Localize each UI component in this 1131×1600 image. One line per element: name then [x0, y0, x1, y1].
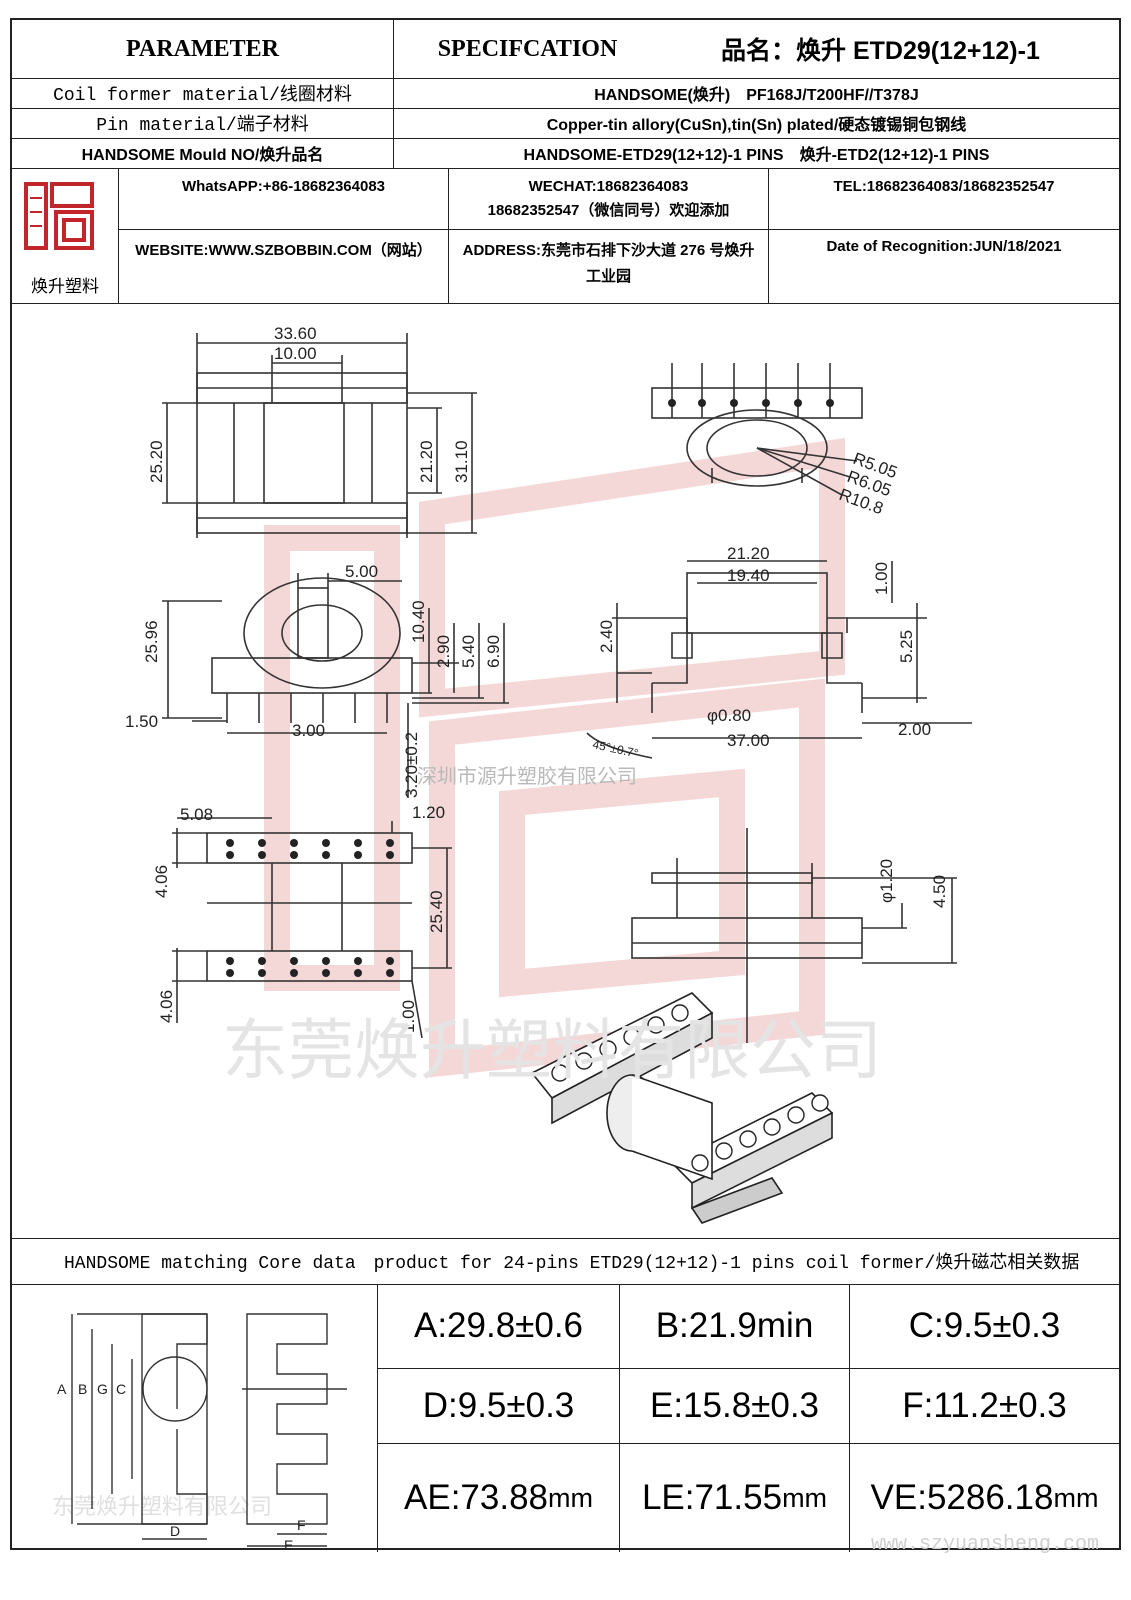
parameter-label: PARAMETER: [126, 35, 279, 62]
technical-drawing: 33.60 10.00 25.20 21.20 31.10 R5.05 R6.0…: [12, 303, 1119, 1239]
dim-r525: 5.25: [897, 630, 916, 663]
dim-s: 37.00: [727, 731, 770, 750]
url-watermark: www.szyuansheng.com: [870, 1533, 1099, 1556]
header-row: PARAMETER SPECIFCATION 品名：焕升 ETD29(12+12…: [12, 20, 1119, 79]
dim-h100: 1.00: [872, 562, 891, 595]
dim-d45: 4.50: [930, 875, 949, 908]
param-b: B:21.9min: [620, 1284, 850, 1369]
core-label-c: C: [116, 1381, 126, 1397]
core-diagram: 东莞焕升塑料有限公司: [12, 1284, 378, 1553]
watermark-small: 深圳市源升塑胶有限公司: [417, 765, 637, 788]
core-diagram-svg: 东莞焕升塑料有限公司: [52, 1313, 347, 1553]
dim-n: 1.50: [125, 712, 158, 731]
param-a: A:29.8±0.6: [378, 1284, 620, 1369]
dim-h690: 6.90: [484, 635, 503, 668]
dim-g: 31.10: [452, 440, 471, 483]
dim-e: 21.20: [417, 440, 436, 483]
dim-h200: 2.00: [898, 720, 931, 739]
core-label-e: E: [284, 1537, 293, 1552]
watermark-large: 东莞焕升塑料有限公司: [222, 1013, 882, 1087]
mould-value: HANDSOME-ETD29(12+12)-1 PINS 焕升-ETD2(12+…: [393, 138, 1119, 168]
dim-c406b: 4.06: [157, 990, 176, 1023]
dim-a: 33.60: [274, 324, 317, 343]
core-label-b: B: [78, 1381, 87, 1397]
dim-h290: 2.90: [434, 635, 453, 668]
address: ADDRESS:东莞市石排下沙大道 276 号焕升工业园: [448, 230, 768, 303]
dim-ang: 45°±0.7°: [591, 737, 639, 760]
dim-c406a: 4.06: [152, 865, 171, 898]
core-diagram-watermark: 东莞焕升塑料有限公司: [52, 1494, 272, 1519]
dim-h5: 5.00: [345, 562, 378, 581]
mould-label: HANDSOME Mould NO/焕升品名: [81, 147, 324, 164]
logo-caption: 焕升塑料: [31, 277, 99, 296]
dim-w: 1.20: [412, 803, 445, 822]
core-label-a: A: [57, 1381, 67, 1397]
product-name: 品名：焕升 ETD29(12+12)-1: [721, 37, 1040, 65]
dim-t: φ0.80: [707, 706, 751, 725]
dim-v: 3.20±0.2: [402, 732, 421, 798]
dim-b: 10.00: [274, 344, 317, 363]
core-label-g: G: [97, 1381, 108, 1397]
dim-s240: 2.40: [597, 620, 616, 653]
coil-former-value: HANDSOME(焕升) PF168J/T200HF//T378J: [393, 78, 1119, 108]
dim-h2596: 25.96: [142, 620, 161, 663]
whatsapp: WhatsAPP:+86-18682364083: [119, 168, 448, 230]
recognition-date: Date of Recognition:JUN/18/2021: [768, 230, 1119, 303]
dim-p: 21.20: [727, 544, 770, 563]
dim-f: 25.20: [147, 440, 166, 483]
logo: 焕升塑料: [12, 168, 118, 303]
pin-holes: [226, 399, 834, 977]
dim-d12: φ1.20: [877, 859, 896, 903]
company-block: 焕升塑料 WhatsAPP:+86-18682364083 WECHAT:186…: [12, 168, 1119, 304]
dim-c100: 1.00: [399, 1000, 418, 1033]
dim-o: 3.00: [292, 721, 325, 740]
spec-sheet: PARAMETER SPECIFCATION 品名：焕升 ETD29(12+12…: [10, 18, 1121, 1556]
core-caption: HANDSOME matching Core data product for …: [12, 1238, 1119, 1285]
tel: TEL:18682364083/18682352547: [768, 168, 1119, 230]
pin-material-value: Copper-tin allory(CuSn),tin(Sn) plated/硬…: [393, 108, 1119, 138]
coil-former-row: Coil former material/线圈材料 HANDSOME(焕升) P…: [12, 78, 1119, 109]
param-f: F:11.2±0.3: [850, 1369, 1119, 1444]
core-label-f: F: [297, 1517, 306, 1533]
wechat: WECHAT:18682364083 18682352547（微信同号）欢迎添加: [448, 168, 768, 230]
pin-material-row: Pin material/端子材料 Copper-tin allory(CuSn…: [12, 108, 1119, 139]
pin-material-label: Pin material/端子材料: [96, 116, 309, 136]
param-e: E:15.8±0.3: [620, 1369, 850, 1444]
wechat-line2: 18682352547（微信同号）欢迎添加: [487, 202, 730, 219]
watermark-logo-icon: [264, 437, 845, 1078]
dim-q: 19.40: [727, 566, 770, 585]
wechat-line1: WECHAT:18682364083: [528, 178, 689, 195]
mould-row: HANDSOME Mould NO/焕升品名 HANDSOME-ETD29(12…: [12, 138, 1119, 169]
website: WEBSITE:WWW.SZBOBBIN.COM（网站）: [135, 242, 432, 259]
specification-label: SPECIFCATION: [393, 20, 661, 78]
dim-x: 25.40: [427, 890, 446, 933]
drawing-svg: 33.60 10.00 25.20 21.20 31.10 R5.05 R6.0…: [125, 324, 972, 1224]
param-c: C:9.5±0.3: [850, 1284, 1119, 1369]
logo-icon: [24, 182, 94, 250]
dim-h540: 5.40: [459, 635, 478, 668]
coil-former-label: Coil former material/线圈材料: [53, 86, 352, 106]
dim-h1040: 10.40: [409, 600, 428, 643]
dim-y: 5.08: [180, 805, 213, 824]
core-label-d: D: [170, 1523, 180, 1539]
core-data: 东莞焕升塑料有限公司: [12, 1284, 1119, 1556]
param-d: D:9.5±0.3: [378, 1369, 620, 1444]
